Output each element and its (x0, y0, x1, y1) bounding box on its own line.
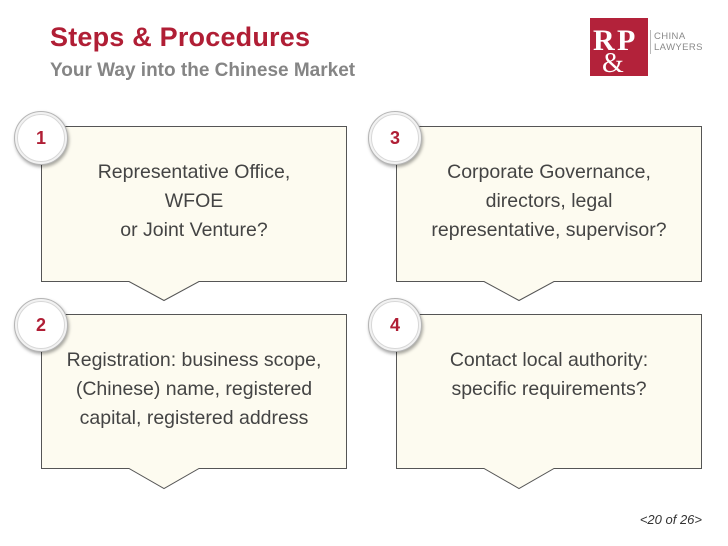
callout-frame (41, 314, 347, 490)
step-box-3: Corporate Governance, directors, legal r… (396, 126, 702, 302)
page-indicator: <20 of 26> (639, 512, 702, 527)
step-box-4: Contact local authority: specific requir… (396, 314, 702, 490)
step-text: Contact local authority: specific requir… (396, 346, 702, 404)
step-text-line: directors, legal (485, 190, 613, 212)
svg-text:&: & (602, 48, 624, 76)
step-text-line: specific requirements? (451, 378, 647, 400)
svg-text:P: P (617, 24, 635, 57)
callout-frame (396, 126, 702, 302)
step-text-line: capital, registered address (79, 407, 309, 429)
step-number-badge-1: 1 (14, 111, 68, 165)
step-text-line: Registration: business scope, (66, 349, 322, 371)
step-number: 1 (17, 114, 65, 162)
step-text-line: or Joint Venture? (120, 219, 268, 241)
step-text-line: Contact local authority: (449, 349, 649, 371)
company-logo: R P & CHINA LAWYERS (590, 18, 703, 79)
rp-monogram-icon: R P & (593, 24, 635, 79)
step-number: 4 (371, 301, 419, 349)
step-text: Corporate Governance, directors, legal r… (396, 158, 702, 245)
page-subtitle: Your Way into the Chinese Market (50, 60, 356, 81)
step-text-line: WFOE (164, 190, 224, 212)
step-number: 2 (17, 301, 65, 349)
step-text: Representative Office, WFOE or Joint Ven… (41, 158, 347, 245)
logo-text-line2: LAWYERS (654, 42, 703, 53)
page-title: Steps & Procedures (50, 22, 311, 52)
callout-frame (396, 314, 702, 490)
step-number: 3 (371, 114, 419, 162)
logo-text-line1: CHINA (654, 31, 686, 42)
step-text: Registration: business scope, (Chinese) … (41, 346, 347, 433)
step-text-line: representative, supervisor? (431, 219, 667, 241)
logo-mark: R P & (590, 18, 648, 79)
step-box-2: Registration: business scope, (Chinese) … (41, 314, 347, 490)
svg-text:R: R (593, 24, 615, 57)
logo-divider (650, 30, 651, 54)
step-text-line: Corporate Governance, (447, 161, 651, 183)
step-number-badge-3: 3 (368, 111, 422, 165)
callout-frame (41, 126, 347, 302)
step-box-1: Representative Office, WFOE or Joint Ven… (41, 126, 347, 302)
step-number-badge-2: 2 (14, 298, 68, 352)
step-text-line: (Chinese) name, registered (75, 378, 313, 400)
logo-wordmark: CHINA LAWYERS (654, 31, 703, 53)
step-number-badge-4: 4 (368, 298, 422, 352)
step-text-line: Representative Office, (97, 161, 291, 183)
